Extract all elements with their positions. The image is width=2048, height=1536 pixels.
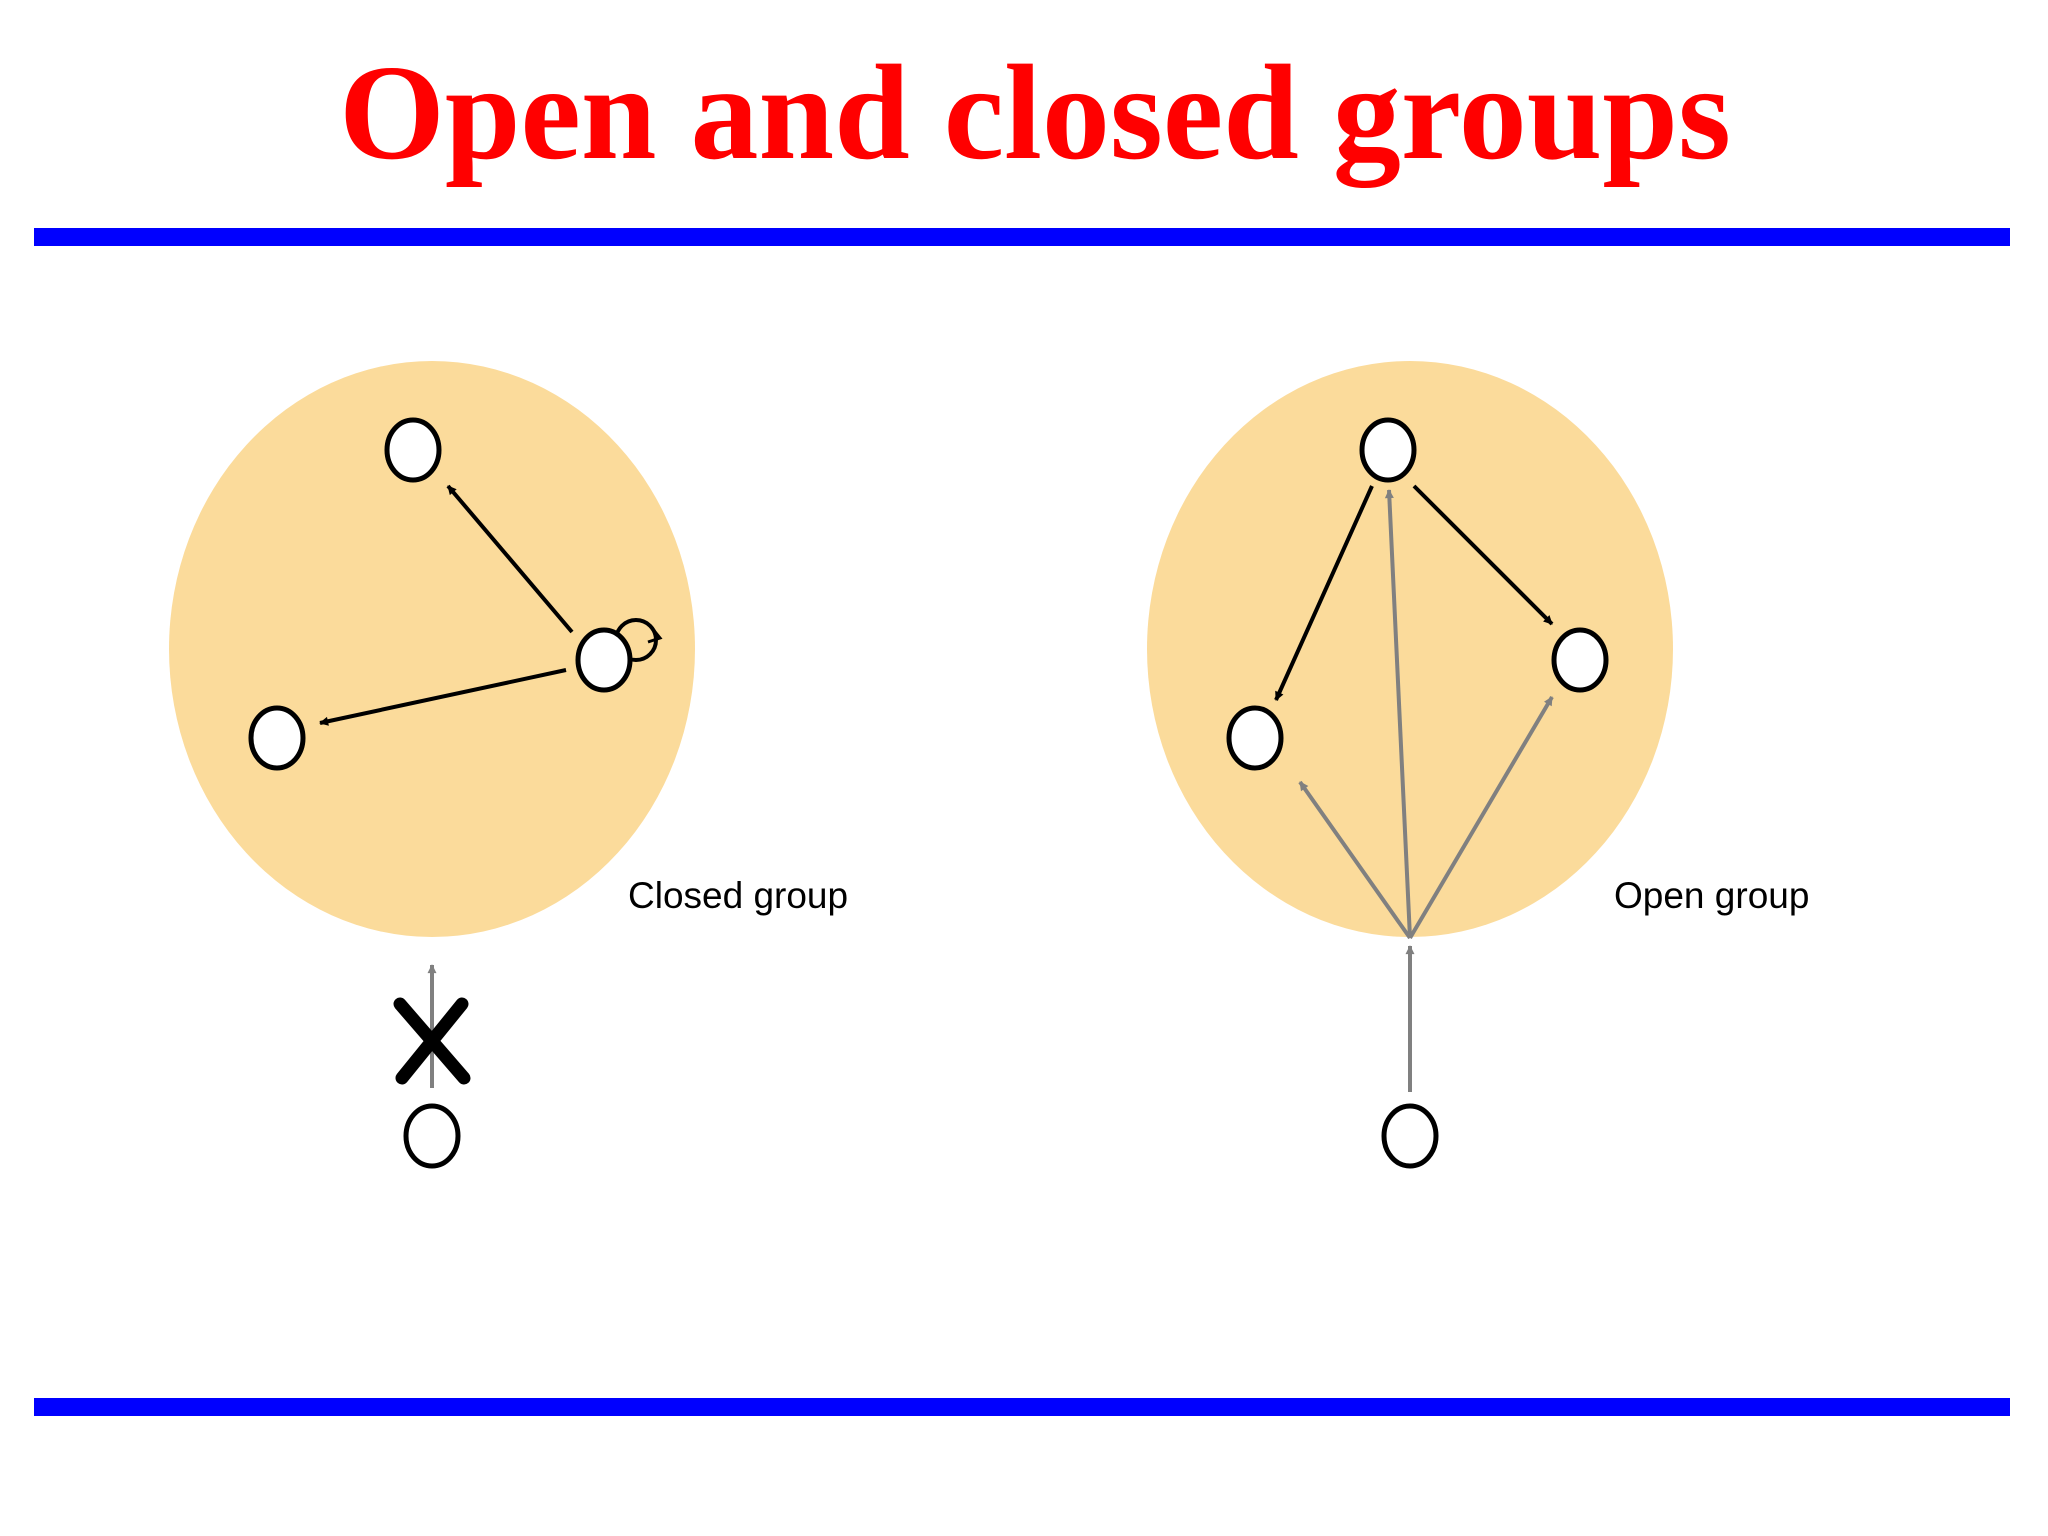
closed-group-region [169, 361, 695, 937]
x-cross-icon [393, 997, 471, 1085]
open-external-arrow-to-left [1298, 780, 1412, 940]
open-group-region [1147, 361, 1673, 937]
open-external-arrow-to-top [1384, 489, 1412, 939]
closed-member-node-top [384, 417, 442, 483]
open-external-arrow-to-right [1408, 695, 1554, 940]
closed-group-diagram: Closed group [169, 361, 848, 1169]
open-member-node-right [1551, 627, 1609, 693]
open-group-label: Open group [1614, 875, 1809, 916]
closed-group-label: Closed group [628, 875, 848, 916]
closed-member-node-left [248, 705, 306, 771]
bottom-divider-rule [34, 1398, 2010, 1416]
open-member-node-top [1359, 417, 1417, 483]
open-arrow-top-to-right [1412, 484, 1554, 626]
closed-arrow-right-to-top [446, 484, 574, 634]
open-arrow-top-to-left [1274, 485, 1374, 701]
top-divider-rule [34, 228, 2010, 246]
closed-outside-node [403, 1103, 461, 1169]
open-group-diagram: Open group [1147, 361, 1809, 1169]
closed-arrow-right-to-left [319, 668, 567, 726]
slide-title: Open and closed groups [339, 38, 1731, 188]
closed-member-node-right [575, 627, 633, 693]
open-outside-node [1381, 1103, 1439, 1169]
open-member-node-left [1226, 705, 1284, 771]
